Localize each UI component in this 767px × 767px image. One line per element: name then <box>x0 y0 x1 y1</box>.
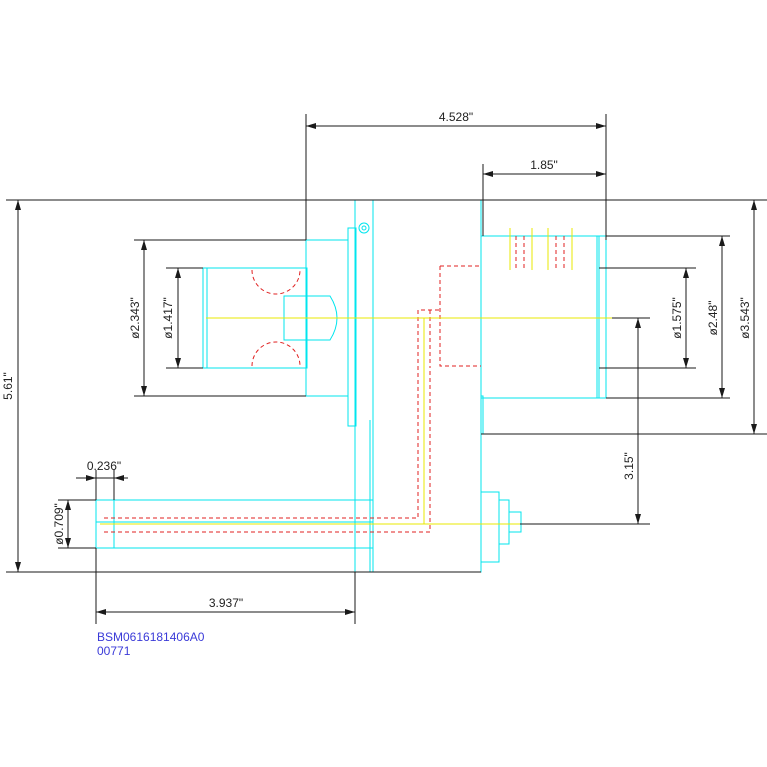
dim-dia-2343: ø2.343" <box>128 297 142 339</box>
dim-offset-315: 3.15" <box>622 452 636 480</box>
title-block: BSM0616181406A0 00771 <box>97 630 204 658</box>
dim-length-3937: 3.937" <box>209 596 243 610</box>
hidden-lines <box>104 236 565 533</box>
center-lines <box>100 228 636 525</box>
dim-dia-0709: ø0.709" <box>52 503 66 545</box>
motor-outline <box>95 199 607 573</box>
dim-rear-length: 1.85" <box>530 158 558 172</box>
dim-shaft-0236: 0.236" <box>87 459 121 473</box>
dim-height: 5.61" <box>1 372 15 400</box>
dim-dia-248: ø2.48" <box>706 301 720 336</box>
dimension-arrows <box>15 123 757 615</box>
dim-overall-length: 4.528" <box>439 110 473 124</box>
dim-dia-1575: ø1.575" <box>670 297 684 339</box>
dimension-lines <box>6 114 767 624</box>
dim-dia-3543: ø3.543" <box>738 297 752 339</box>
dim-dia-1417: ø1.417" <box>161 297 175 339</box>
part-number: BSM0616181406A0 <box>97 630 205 644</box>
drawing-number: 00771 <box>97 644 131 658</box>
